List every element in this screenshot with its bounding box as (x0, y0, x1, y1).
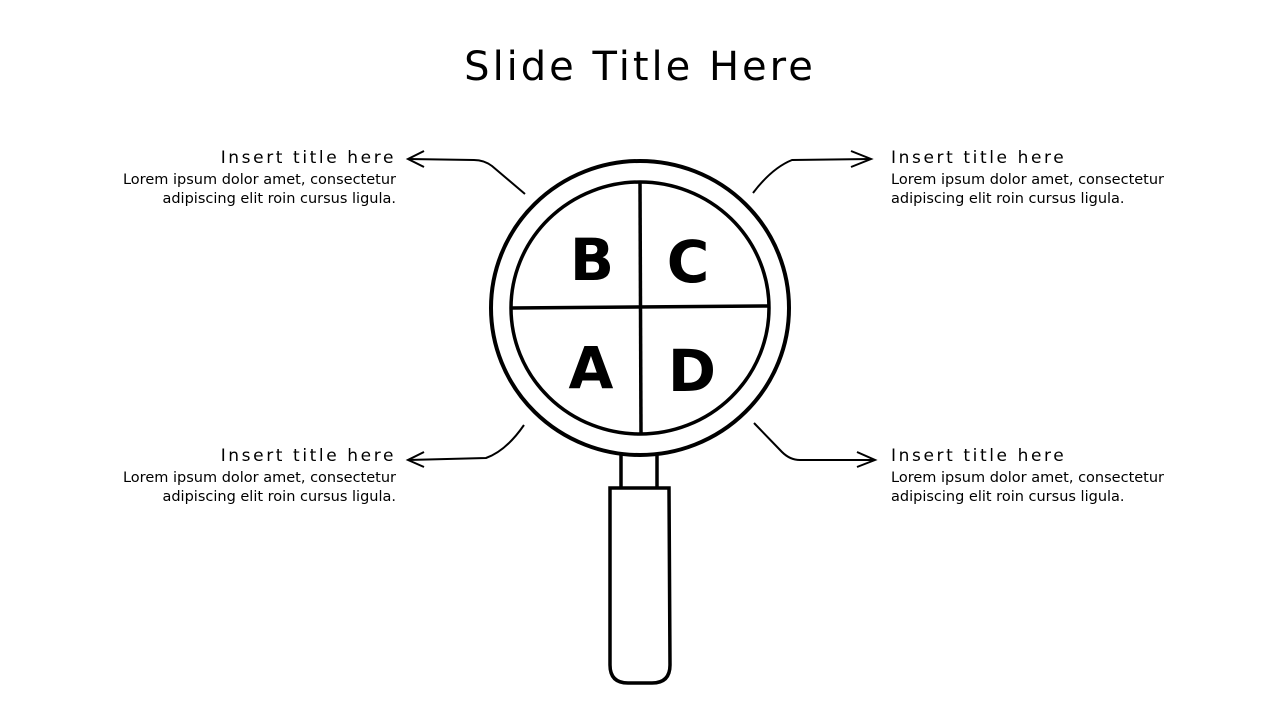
arrow-top-left (405, 150, 526, 195)
handle (608, 486, 672, 685)
quadrant-label-d: D (668, 337, 716, 405)
callout-top-left: Insert title here Lorem ipsum dolor amet… (106, 148, 396, 209)
slide-title: Slide Title Here (464, 44, 816, 90)
lens-outer-ring (489, 159, 791, 457)
callout-bottom-right: Insert title here Lorem ipsum dolor amet… (891, 446, 1181, 507)
callout-body: Lorem ipsum dolor amet, consectetur adip… (891, 172, 1165, 207)
callout-title: Insert title here (220, 446, 396, 466)
callout-bottom-left: Insert title here Lorem ipsum dolor amet… (106, 446, 396, 507)
quadrant-label-a: A (569, 334, 614, 402)
callout-top-right: Insert title here Lorem ipsum dolor amet… (891, 148, 1181, 209)
quadrant-label-b: B (570, 226, 614, 294)
callout-title: Insert title here (891, 148, 1067, 168)
callout-title: Insert title here (220, 148, 396, 168)
arrow-top-right (752, 150, 874, 194)
arrow-bottom-right (753, 422, 878, 468)
callout-body: Lorem ipsum dolor amet, consectetur adip… (122, 470, 396, 505)
horizontal-divider (510, 304, 770, 310)
callout-title: Insert title here (891, 446, 1067, 466)
callout-body: Lorem ipsum dolor amet, consectetur adip… (122, 172, 396, 207)
handle-neck (619, 454, 659, 488)
arrow-bottom-left (405, 424, 525, 468)
quadrant-label-c: C (667, 228, 710, 296)
callout-body: Lorem ipsum dolor amet, consectetur adip… (891, 470, 1165, 505)
